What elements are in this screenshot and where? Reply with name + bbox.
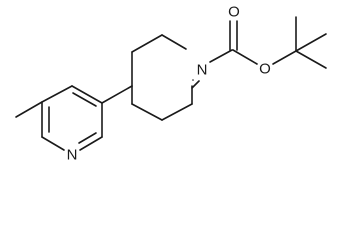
bond-pyr-c2-n-inner [78,132,97,144]
bond-pyr-n-c6 [41,136,65,151]
bond-pyr-c4-c3-inner [72,92,97,107]
bond-pip-c3-c2 [131,34,163,53]
bond-pip-c2-n [161,34,187,50]
bond-pyr-pip [101,85,133,104]
bond-pyr-c2-n [79,136,103,151]
bond-tbu-me-down [295,50,327,69]
bond-o-tbu [272,50,297,65]
bond-pip-c5-c4 [131,103,163,121]
bond-pip-c6-c5 [161,103,193,121]
bond-methyl [15,101,43,118]
bond-tbu-me-right [295,33,327,52]
bond-c-o-ester [232,49,258,65]
bond-pyr-c5-c4 [41,85,73,103]
atom-label-o-carbonyl: O [228,4,240,21]
atom-label-n-pyridine: N [67,147,78,164]
bond-pyr-c4-c3 [71,85,103,104]
bond-n-carbonyl [209,49,233,63]
atom-label-o-ester: O [259,61,271,78]
structure-diagram: N O O N [15,4,327,164]
bond-pip-n-c6b [191,80,200,89]
atom-label-n-piperidine: N [197,62,208,79]
